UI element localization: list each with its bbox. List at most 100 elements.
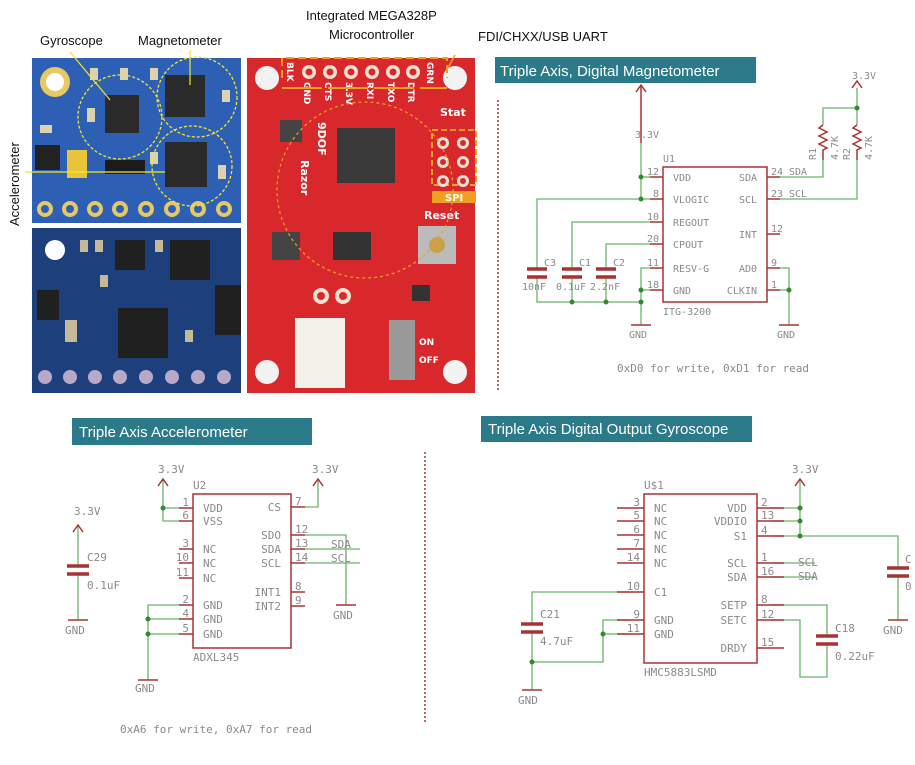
pin-name: RESV-G — [673, 264, 709, 275]
pin-name: SDA — [727, 571, 747, 584]
resistor-r2-ref: R2 — [842, 148, 853, 160]
pin-number: 13 — [761, 509, 774, 522]
pin-name: NC — [654, 543, 667, 556]
mag-net-sda: SDA — [789, 167, 807, 178]
acc-cap-power-label: 3.3V — [74, 505, 101, 518]
cap-c3-ref: C3 — [544, 258, 556, 269]
pin-name: GND — [203, 628, 223, 641]
resistor-r2-icon — [851, 124, 863, 160]
pin-number: 23 — [771, 189, 783, 200]
pin-number: 4 — [761, 524, 768, 537]
gyr-gnd-left-label: GND — [518, 694, 538, 707]
label-uart: FDI/CHXX/USB UART — [478, 29, 608, 44]
pin-number: 10 — [647, 212, 659, 223]
pin-name: CLKIN — [727, 286, 757, 297]
acc-power-right-label: 3.3V — [312, 463, 339, 476]
gyroscope-highlight-circle — [77, 74, 163, 160]
pin-number: 11 — [647, 258, 659, 269]
pin-number: 8 — [761, 593, 768, 606]
pin-name: SCL — [727, 557, 747, 570]
pin-number: 14 — [295, 551, 309, 564]
gyroscope-title: Triple Axis Digital Output Gyroscope — [481, 416, 752, 442]
cap-c2-ref: C2 — [613, 258, 625, 269]
silk-pin-cts: CTS — [322, 82, 332, 101]
silk-pin-dtr: DTR — [405, 82, 415, 103]
cap-c18-value: 0.22uF — [835, 650, 875, 663]
pin-number: 8 — [653, 189, 659, 200]
battery-connector-photo — [295, 318, 345, 388]
pin-number: 9 — [771, 258, 777, 269]
label-mcu-line2: Microcontroller — [329, 27, 415, 42]
pin-number: 2 — [182, 593, 189, 606]
resistor-r1-ref: R1 — [808, 148, 819, 160]
photo-blue-board-top — [25, 50, 241, 223]
cap-c1-ref: C1 — [579, 258, 591, 269]
acc-address-note: 0xA6 for write, 0xA7 for read — [120, 723, 312, 736]
cap-c1-value: 0.1uF — [556, 282, 586, 293]
pin-number: 12 — [761, 608, 774, 621]
pin-number: 8 — [295, 580, 302, 593]
acc-net-sda: SDA — [331, 538, 351, 551]
label-mcu-line1: Integrated MEGA328P — [306, 8, 437, 23]
silk-pin-gnd: GND — [301, 82, 311, 104]
pin-name: AD0 — [739, 264, 757, 275]
gyr-power-label: 3.3V — [792, 463, 819, 476]
pin-name: SCL — [261, 557, 281, 570]
mcu-chip — [337, 128, 395, 183]
pin-name: SDA — [739, 173, 757, 184]
pin-number: 7 — [633, 537, 640, 550]
cap-c29-ref: C29 — [87, 551, 107, 564]
label-magnetometer: Magnetometer — [138, 33, 222, 48]
mag-address-note: 0xD0 for write, 0xD1 for read — [617, 362, 809, 375]
silk-pin-rxi: RXI — [364, 82, 374, 99]
pin-number: 1 — [771, 280, 777, 291]
acc-power-left-label: 3.3V — [158, 463, 185, 476]
pin-name: GND — [654, 628, 674, 641]
silk-pin-grn: GRN — [424, 62, 434, 84]
silk-off: OFF — [419, 356, 439, 366]
pin-name: GND — [203, 599, 223, 612]
pin-name: NC — [203, 557, 216, 570]
pin-number: 12 — [771, 224, 783, 235]
acc-cap-gnd-label: GND — [65, 624, 85, 637]
pin-name: VDD — [727, 502, 747, 515]
accelerometer-chip-ref: U2 — [193, 479, 206, 492]
pin-name: SETC — [721, 614, 748, 627]
pin-number: 16 — [761, 565, 774, 578]
gyr-net-sda: SDA — [798, 570, 818, 583]
acc-gnd-left-label: GND — [135, 682, 155, 695]
pin-name: INT — [739, 230, 757, 241]
pin-name: GND — [203, 613, 223, 626]
resistor-r2-value: 4.7K — [864, 136, 875, 160]
pin-number: 14 — [627, 551, 641, 564]
acc-gnd-right-label: GND — [333, 609, 353, 622]
magnetometer-title-text: Triple Axis, Digital Magnetometer — [500, 63, 720, 80]
pin-name: CPOUT — [673, 240, 703, 251]
silk-on: ON — [419, 338, 434, 348]
pin-name: REGOUT — [673, 218, 709, 229]
gyr-net-scl: SCL — [798, 556, 818, 569]
pin-name: VLOGIC — [673, 195, 709, 206]
pin-number: 15 — [761, 636, 774, 649]
power-arrow-icon — [794, 477, 806, 487]
accelerometer-title: Triple Axis Accelerometer — [72, 418, 312, 445]
pin-number: 10 — [627, 580, 640, 593]
silk-pin-3v3: 3.3V — [343, 82, 353, 105]
silk-name-razor: Razor — [298, 160, 311, 196]
pin-number: 5 — [182, 622, 189, 635]
accelerometer-title-text: Triple Axis Accelerometer — [79, 424, 248, 441]
silk-pin-blk: BLK — [284, 62, 294, 83]
magnetometer-title: Triple Axis, Digital Magnetometer — [495, 57, 756, 83]
pin-number: 2 — [761, 496, 768, 509]
gyroscope-chip-body — [643, 493, 758, 664]
photo-red-razor-board: BLK GND CTS 3.3V RXI TXO DTR GRN 9DOF Ra… — [247, 54, 477, 393]
silk-reset: Reset — [424, 209, 459, 222]
acc-net-scl: SCL — [331, 552, 351, 565]
pin-name: INT2 — [255, 600, 282, 613]
power-arrow-icon — [312, 477, 324, 487]
pin-name: GND — [654, 614, 674, 627]
accelerometer-chip-body — [192, 493, 292, 649]
pin-number: 11 — [176, 566, 189, 579]
photo-blue-board-bottom — [32, 228, 241, 393]
pin-name: VDD — [203, 502, 223, 515]
